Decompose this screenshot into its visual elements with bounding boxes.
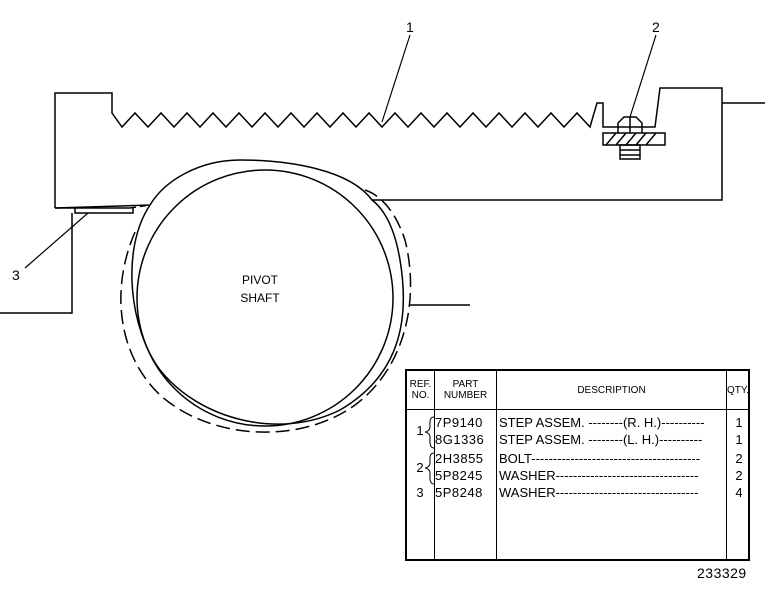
ref-number: 3 <box>416 485 424 500</box>
header-qty: QTY. <box>726 384 750 396</box>
step-body-outline <box>54 87 723 209</box>
quantity: 2 <box>735 451 743 466</box>
quantity: 1 <box>735 415 743 430</box>
quantity: 2 <box>735 468 743 483</box>
table-row: 2 2H3855 BOLT---------------------------… <box>407 451 748 475</box>
group-braces <box>424 416 435 485</box>
left-bracket <box>0 213 73 314</box>
callout-1: 1 <box>406 19 414 35</box>
shaft-label-line2: SHAFT <box>240 291 280 305</box>
part-number: 7P9140 <box>435 415 483 430</box>
leader-1 <box>381 34 411 123</box>
callout-3: 3 <box>12 267 20 283</box>
callout-2: 2 <box>652 19 660 35</box>
description: BOLT------------------------------------… <box>499 451 701 466</box>
top-hidden-line <box>129 204 151 209</box>
header-ref-no: REF.NO. <box>409 379 432 401</box>
description: STEP ASSEM. --------(L. H.)---------- <box>499 432 703 447</box>
description: STEP ASSEM. --------(R. H.)---------- <box>499 415 705 430</box>
part-number: 5P8248 <box>435 485 483 500</box>
drawing-number: 233329 <box>697 565 747 581</box>
quantity: 4 <box>735 485 743 500</box>
table-row: 3 5P8248 WASHER-------------------------… <box>407 485 748 502</box>
part-number: 8G1336 <box>435 432 485 447</box>
table-row: 8G1336 STEP ASSEM. --------(L. H.)------… <box>407 432 748 449</box>
description: WASHER--------------------------------- <box>499 485 699 500</box>
leader-3 <box>24 212 89 269</box>
table-row: 5P8245 WASHER---------------------------… <box>407 468 748 485</box>
quantity: 1 <box>735 432 743 447</box>
shaft-label-line1: PIVOT <box>242 273 279 287</box>
washer-3 <box>74 208 134 214</box>
leader-2 <box>629 34 657 118</box>
ref-number: 1 <box>416 423 424 438</box>
part-number: 2H3855 <box>435 451 484 466</box>
header-description: DESCRIPTION <box>577 384 646 396</box>
table-row: 1 7P9140 STEP ASSEM. --------(R. H.)----… <box>407 415 748 438</box>
pivot-shaft-hidden-line <box>120 189 412 433</box>
part-number: 5P8245 <box>435 468 483 483</box>
pivot-shaft-outline <box>131 199 405 425</box>
description: WASHER--------------------------------- <box>499 468 699 483</box>
ref-number: 2 <box>416 460 424 475</box>
pivot-shaft-circle <box>136 169 394 427</box>
